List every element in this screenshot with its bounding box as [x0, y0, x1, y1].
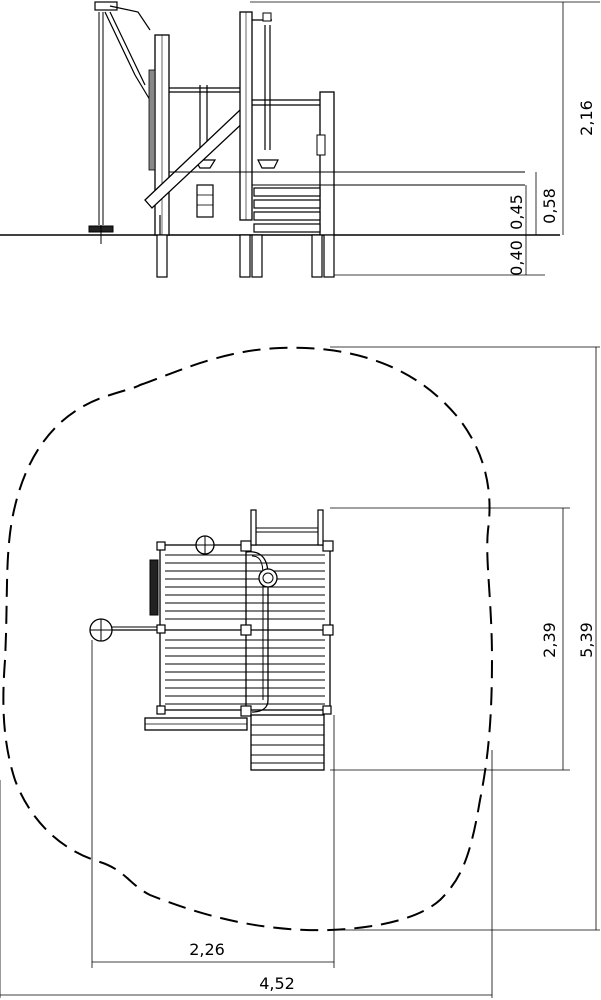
- side-dimensions: [250, 1, 600, 276]
- dim-safety-zone-width: 4,52: [259, 974, 295, 993]
- dim-safety-zone-depth: 5,39: [577, 622, 596, 658]
- left-post: [148, 34, 170, 278]
- side-view: 2,16 0,58 0,45 0,40: [0, 1, 600, 278]
- deck-posts: [156, 540, 334, 717]
- pipe-ring: [245, 551, 278, 713]
- pulley-disc: [89, 618, 157, 642]
- pulley-pole: [88, 1, 151, 244]
- center-post: [239, 11, 263, 278]
- plank-board: [144, 717, 248, 731]
- plan-dimensions: [0, 346, 600, 998]
- dim-platform-height: 0,58: [540, 188, 559, 224]
- dim-total-height: 2,16: [577, 100, 596, 136]
- steps: [169, 171, 525, 233]
- top-ladder: [250, 509, 324, 546]
- inner-ladder: [193, 85, 217, 218]
- dim-equipment-width: 2,26: [189, 940, 225, 959]
- side-panel: [149, 559, 159, 616]
- bottom-steps: [250, 714, 325, 771]
- ring-pole: [252, 12, 279, 169]
- dim-step-height: 0,45: [507, 194, 526, 230]
- dim-equipment-depth: 2,39: [540, 622, 559, 658]
- top-ring: [195, 535, 215, 555]
- safety-zone-outline: [2, 346, 494, 932]
- plan-view: 5,39 2,39 2,26 4,52: [0, 346, 600, 998]
- dim-foundation-depth: 0,40: [507, 240, 526, 276]
- right-post: [311, 91, 335, 278]
